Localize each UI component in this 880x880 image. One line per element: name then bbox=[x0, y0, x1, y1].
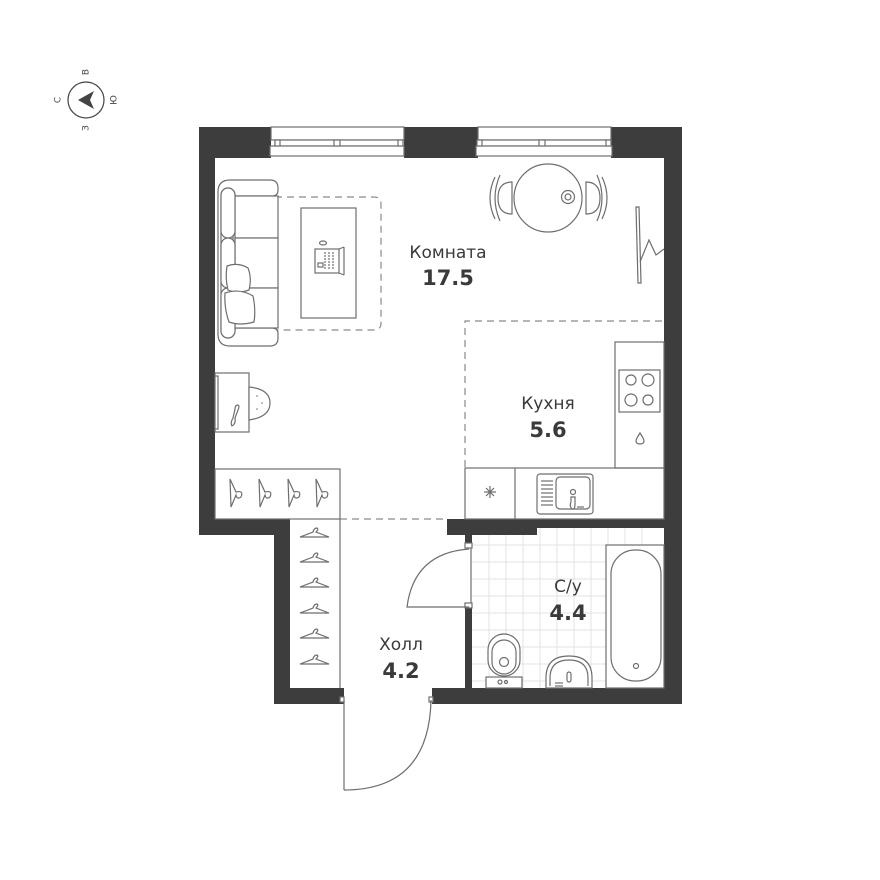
room-name: С/у bbox=[554, 577, 582, 597]
room-name: Комната bbox=[409, 243, 486, 263]
toilet bbox=[485, 633, 523, 689]
compass: С В Ю З bbox=[54, 69, 120, 131]
desk bbox=[214, 372, 271, 433]
rug bbox=[275, 196, 382, 331]
compass-south-label: Ю bbox=[110, 95, 120, 105]
cushion bbox=[225, 263, 251, 293]
sink-icon bbox=[536, 473, 594, 515]
cooktop-icon bbox=[618, 369, 661, 413]
compass-east-label: В bbox=[82, 69, 92, 75]
room-area: 4.4 bbox=[549, 601, 586, 625]
window-right bbox=[475, 126, 613, 157]
wardrobe-living bbox=[214, 468, 341, 520]
radiator bbox=[635, 206, 665, 284]
entrance-door[interactable] bbox=[339, 696, 434, 791]
bathroom-door[interactable] bbox=[406, 542, 473, 609]
sofa bbox=[217, 179, 279, 347]
fridge-snowflake-icon bbox=[484, 486, 496, 498]
room-area: 5.6 bbox=[529, 418, 566, 442]
room-label-hall: Холл 4.2 bbox=[379, 635, 423, 683]
laptop-icon bbox=[314, 240, 345, 276]
room-area: 17.5 bbox=[422, 266, 474, 290]
water-drop-icon bbox=[635, 431, 645, 445]
compass-north-label: С bbox=[54, 97, 64, 103]
compass-west-label: З bbox=[82, 125, 92, 131]
bathtub bbox=[605, 544, 665, 689]
walls bbox=[199, 127, 682, 704]
chair-right bbox=[585, 181, 601, 215]
compass-arrow-icon bbox=[78, 91, 94, 109]
compass-ring bbox=[67, 81, 105, 119]
room-name: Кухня bbox=[521, 394, 575, 414]
kitchen-counter bbox=[464, 341, 665, 520]
cushion bbox=[224, 290, 256, 325]
wardrobe-hall bbox=[299, 519, 341, 688]
room-name: Холл bbox=[379, 635, 423, 655]
room-area: 4.2 bbox=[382, 659, 419, 683]
chair-left bbox=[497, 181, 513, 215]
room-label-kitchen: Кухня 5.6 bbox=[521, 394, 575, 442]
window-left bbox=[269, 126, 405, 157]
room-label-bathroom: С/у 4.4 bbox=[549, 577, 586, 625]
kitchen-zone bbox=[464, 320, 664, 467]
washbasin bbox=[545, 655, 593, 689]
coffee-table bbox=[300, 207, 357, 319]
room-label-living: Комната 17.5 bbox=[409, 243, 486, 290]
dining-table bbox=[489, 163, 608, 233]
stool bbox=[248, 386, 271, 421]
